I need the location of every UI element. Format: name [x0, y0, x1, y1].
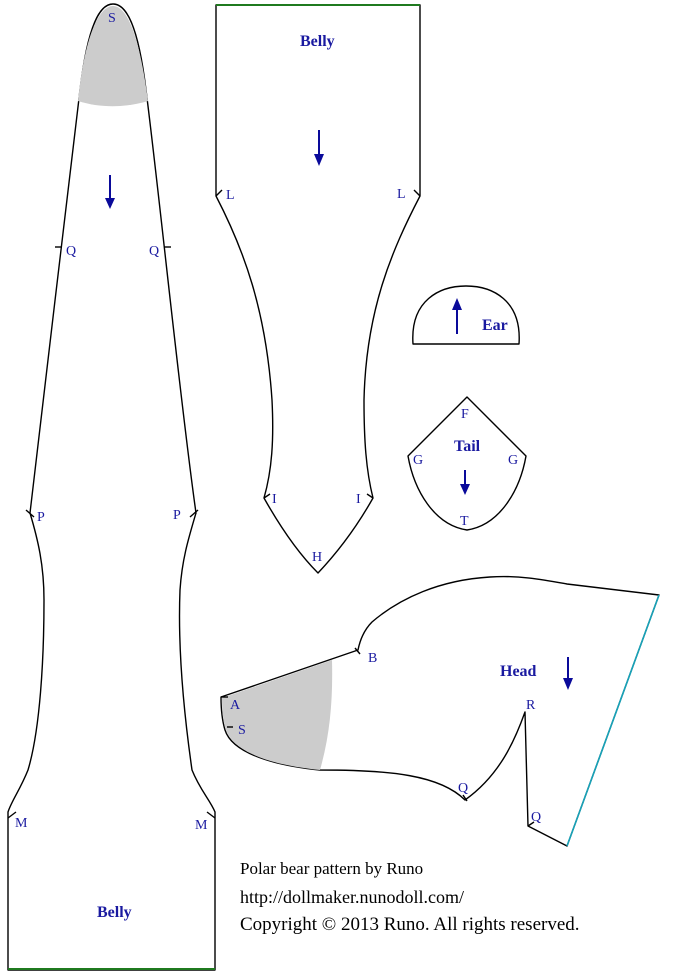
tail-mark-g-right: G — [508, 453, 518, 468]
ear-outline — [412, 285, 520, 345]
tail-arrow-head — [460, 484, 470, 495]
tail-mark-g-left: G — [413, 453, 423, 468]
head-shaded-area — [222, 660, 333, 770]
belly-outline — [215, 4, 421, 574]
ear-arrow-head — [452, 298, 462, 310]
belly-mark-l-right: L — [397, 187, 406, 202]
body-outline — [7, 3, 216, 971]
credit-url: http://dollmaker.nunodoll.com/ — [240, 887, 464, 907]
head-arrow-head — [563, 678, 573, 690]
head-title: Head — [500, 663, 537, 680]
notch-i-right — [366, 493, 374, 499]
head-cyan-edge — [566, 594, 660, 847]
head-mark-s: S — [238, 723, 246, 738]
notch-b — [354, 647, 361, 655]
head-outline — [220, 575, 660, 847]
body-title: Belly — [97, 904, 132, 921]
head-mark-q-right: Q — [531, 810, 541, 825]
body-piece: S Q Q P P M M Belly — [7, 3, 216, 971]
ear-piece: Ear — [412, 285, 520, 345]
belly-piece: Belly L L I I H — [215, 4, 421, 574]
credits-block: Polar bear pattern by Runo http://dollma… — [240, 855, 580, 939]
body-mark-p-right: P — [173, 508, 181, 523]
notch-m-left — [7, 811, 17, 819]
tail-mark-t: T — [460, 514, 469, 529]
tail-title: Tail — [454, 438, 481, 455]
head-mark-r: R — [526, 698, 536, 713]
belly-title: Belly — [300, 33, 335, 50]
belly-mark-i-right: I — [356, 492, 361, 507]
credit-copyright: Copyright © 2013 Runo. All rights reserv… — [240, 914, 580, 935]
body-mark-m-right: M — [195, 818, 208, 833]
belly-mark-l-left: L — [226, 188, 235, 203]
notch-p-left — [25, 509, 35, 518]
body-shaded-area — [78, 6, 148, 107]
ear-title: Ear — [482, 317, 508, 334]
notch-i-left — [263, 493, 271, 499]
head-mark-q-bottom: Q — [458, 781, 468, 796]
credit-author: Polar bear pattern by Runo — [240, 859, 424, 878]
body-mark-q-right: Q — [149, 244, 159, 259]
head-piece: A S B Head R Q Q — [220, 575, 660, 847]
belly-mark-i-left: I — [272, 492, 277, 507]
belly-mark-h: H — [312, 550, 322, 565]
tail-mark-f: F — [461, 407, 469, 422]
body-mark-p-left: P — [37, 510, 45, 525]
notch-q-head-bottom — [462, 794, 468, 802]
notch-l-left — [215, 189, 223, 197]
notch-q-head-right — [527, 821, 535, 827]
notch-p-right — [189, 509, 199, 518]
notch-m-right — [206, 811, 216, 819]
head-mark-a: A — [230, 698, 241, 713]
tail-piece: F Tail G G T — [407, 396, 527, 531]
tail-outline — [407, 396, 527, 531]
head-mark-b: B — [368, 651, 377, 666]
notch-l-right — [413, 189, 421, 197]
body-mark-m-left: M — [15, 816, 28, 831]
body-arrow-head — [105, 198, 115, 209]
body-mark-s: S — [108, 11, 116, 26]
body-mark-q-left: Q — [66, 244, 76, 259]
belly-arrow-head — [314, 154, 324, 166]
